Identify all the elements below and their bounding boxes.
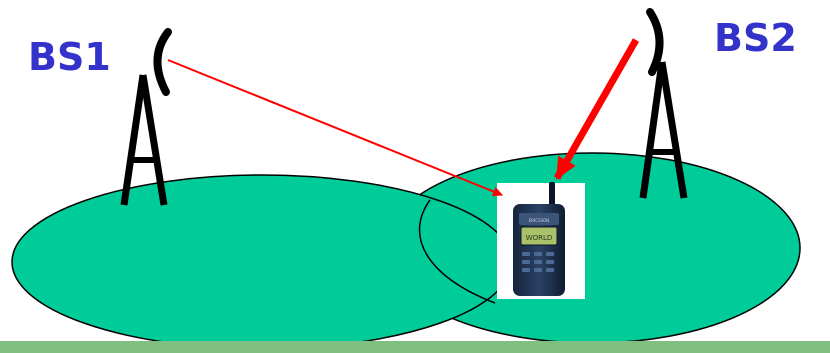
bottom-bar	[0, 341, 830, 353]
bs2-wave-icon	[650, 12, 660, 72]
phone-keypad	[522, 252, 554, 272]
bs1-label: BS1	[28, 38, 111, 76]
bs2-label: BS2	[714, 19, 797, 57]
bs1-signal-arrow	[168, 60, 502, 195]
bs1-wave-icon	[157, 32, 168, 92]
mobile-phone-icon: WORLD ERICSSON	[497, 182, 585, 299]
bs1-coverage-cell	[12, 175, 512, 349]
phone-brand-text: ERICSSON	[529, 218, 550, 223]
phone-screen-text: WORLD	[526, 234, 553, 242]
